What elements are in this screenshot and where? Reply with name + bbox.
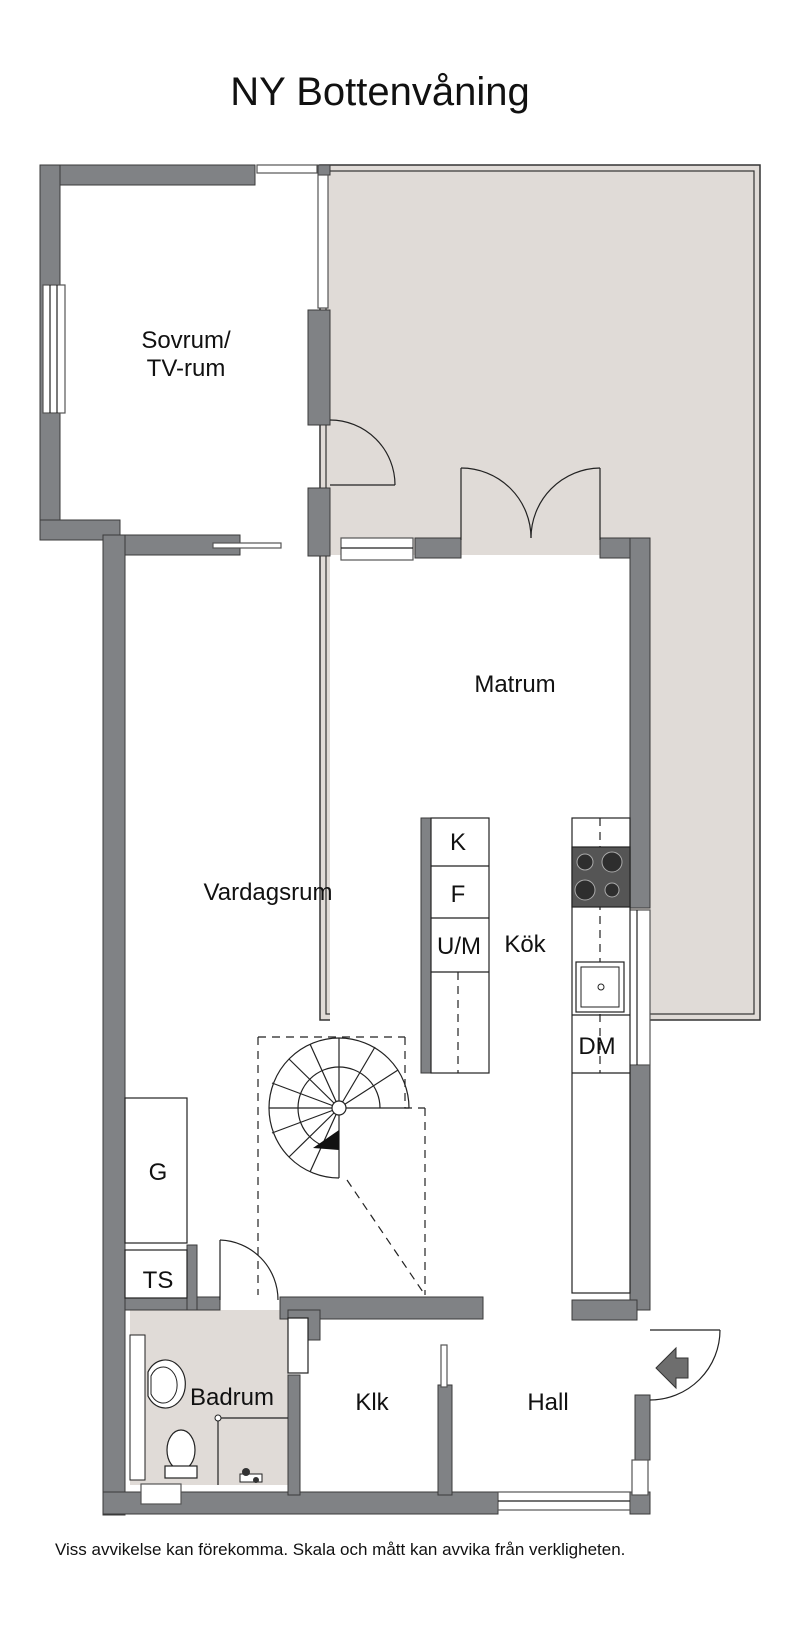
wall-hall-top <box>279 1296 484 1320</box>
floor-plan-title: NY Bottenvåning <box>230 70 530 114</box>
label-dm: DM <box>578 1033 615 1060</box>
wall-right-step <box>571 1299 638 1321</box>
label-sovrum-2: TV-rum <box>147 355 226 382</box>
bath-shelf <box>129 1334 146 1481</box>
closet-ts <box>124 1249 188 1299</box>
closet-g <box>124 1097 188 1244</box>
spiral-stair <box>268 1037 410 1179</box>
wall-bath-right-lower <box>287 1374 301 1496</box>
wall-ts-right <box>186 1244 198 1311</box>
entrance-arrow-icon <box>655 1346 689 1390</box>
label-ts: TS <box>143 1267 174 1294</box>
label-badrum: Badrum <box>190 1384 274 1411</box>
wall-island <box>420 817 432 1074</box>
label-k: K <box>450 829 466 856</box>
wall-bedroom-right-a <box>307 309 331 426</box>
stair-outline <box>257 1036 426 1295</box>
label-klk: Klk <box>355 1389 389 1416</box>
wall-right-lower <box>634 1394 651 1461</box>
label-f: F <box>451 881 466 908</box>
label-hall: Hall <box>527 1389 568 1416</box>
wall-bath-top <box>124 1296 221 1311</box>
wall-bedroom-bottom <box>39 519 121 541</box>
label-um: U/M <box>437 933 481 960</box>
door-klk <box>440 1344 448 1388</box>
label-matrum: Matrum <box>474 671 555 698</box>
label-kok: Kök <box>504 931 546 958</box>
wall-klk-right <box>437 1384 453 1496</box>
sink <box>575 961 625 1013</box>
wall-right-upper <box>629 537 651 909</box>
slider-bedroom <box>212 542 282 549</box>
window-hall-right <box>631 1459 649 1496</box>
window-bedroom-side <box>317 174 329 309</box>
window-dining <box>340 537 414 561</box>
wall-bedroom-right-top <box>317 164 331 176</box>
bath-cabinet <box>287 1317 309 1374</box>
disclaimer: Viss avvikelse kan förekomma. Skala och … <box>55 1540 626 1559</box>
stair-direction-arrow-icon <box>313 1130 339 1150</box>
toilet <box>164 1429 198 1479</box>
wall-bedroom-top <box>39 164 256 186</box>
label-sovrum-1: Sovrum/ <box>141 327 231 354</box>
window-bedroom-left <box>42 284 66 414</box>
wall-dining-top-a <box>414 537 462 559</box>
wall-right-mid <box>629 1064 651 1311</box>
wall-left-main <box>102 534 126 1516</box>
washbasin <box>147 1359 186 1409</box>
label-vardagsrum: Vardagsrum <box>204 879 333 906</box>
label-g: G <box>149 1159 168 1186</box>
shower-fixture <box>239 1468 263 1483</box>
window-bath <box>140 1483 182 1505</box>
island <box>430 817 490 1074</box>
window-bedroom-top <box>256 164 318 174</box>
wall-bedroom-right-b <box>307 487 331 557</box>
